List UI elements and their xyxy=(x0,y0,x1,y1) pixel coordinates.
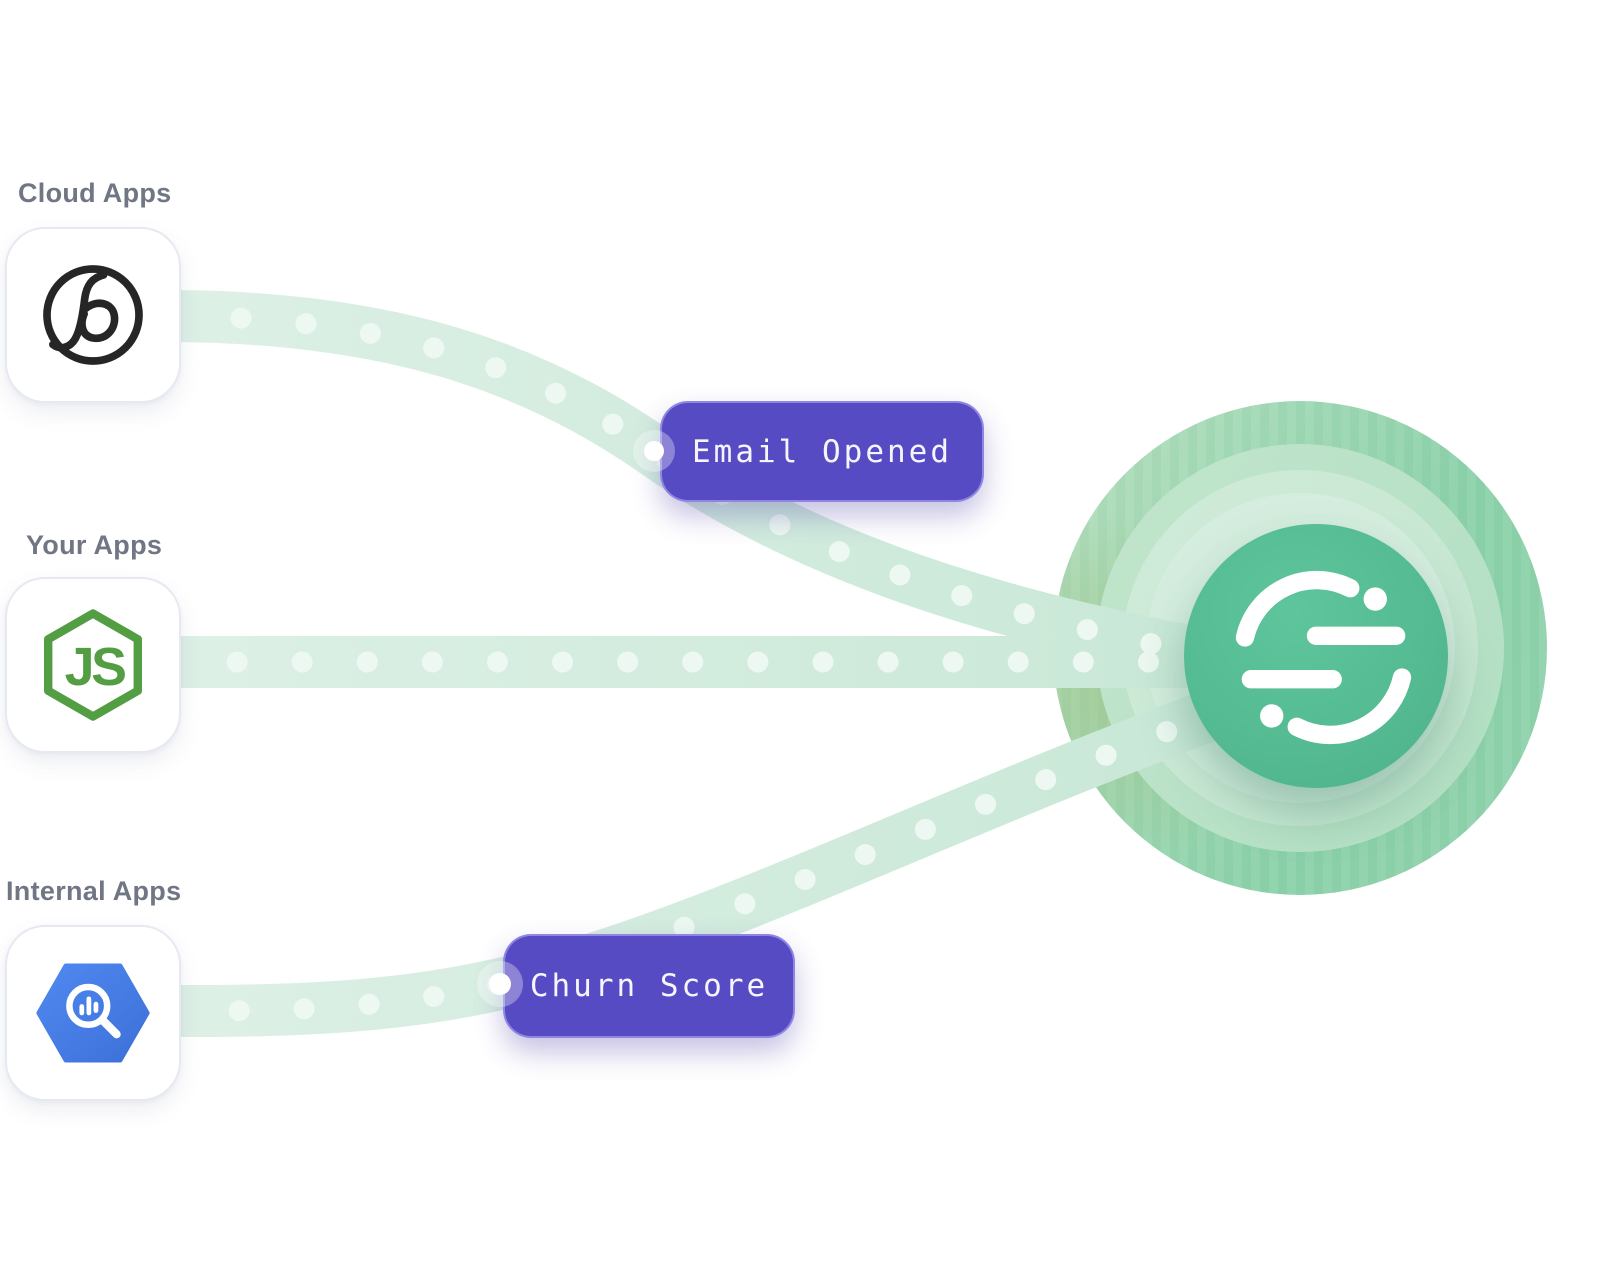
destination-core-circle xyxy=(1184,524,1448,788)
bigquery-icon xyxy=(36,963,150,1063)
source-card-braze xyxy=(5,227,181,403)
segment-logo-icon xyxy=(1235,570,1412,745)
source-card-nodejs: JS xyxy=(5,577,181,753)
nodejs-icon: JS xyxy=(44,609,142,721)
churn-pill-dot xyxy=(489,973,511,995)
group-label-internal-apps: Internal Apps xyxy=(6,876,182,906)
event-pill-email-opened: Email Opened xyxy=(660,401,984,502)
group-label-your-apps: Your Apps xyxy=(26,530,163,560)
event-pill-email-label: Email Opened xyxy=(692,433,952,470)
nodejs-js-text: JS xyxy=(65,637,126,697)
email-pill-dot xyxy=(644,441,664,461)
event-pill-churn-score: Churn Score xyxy=(503,934,795,1038)
group-label-cloud-apps: Cloud Apps xyxy=(18,178,172,208)
event-pill-churn-label: Churn Score xyxy=(529,968,769,1004)
source-card-bigquery xyxy=(5,925,181,1101)
braze-icon xyxy=(43,265,143,365)
